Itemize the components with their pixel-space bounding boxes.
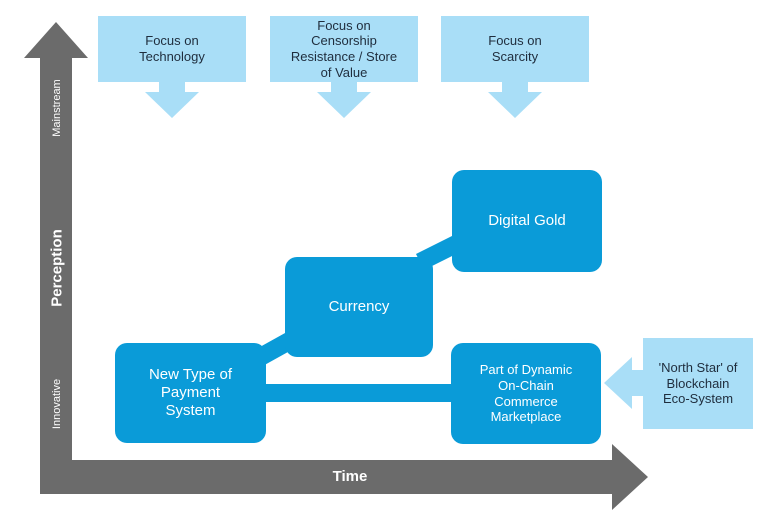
y-axis-arrow [24, 22, 88, 490]
x-axis-arrow [40, 444, 648, 510]
callout-censorship: Focus on Censorship Resistance / Store o… [290, 17, 398, 80]
node-gold-shape [452, 170, 602, 272]
y-axis-title: Perception [48, 229, 66, 307]
node-gold: Digital Gold [488, 212, 566, 229]
node-payment: New Type of Payment System [148, 366, 233, 419]
callout-technology-shape [98, 16, 246, 118]
y-axis-top-label: Mainstream [51, 79, 63, 137]
callout-north-star-shape [604, 338, 753, 429]
node-currency: Currency [328, 298, 390, 315]
callout-technology: Focus on Technology [139, 33, 205, 64]
node-payment-shape [115, 343, 266, 443]
node-currency-shape [285, 257, 433, 357]
x-axis-title: Time [332, 468, 368, 485]
callout-north-star: 'North Star' of Blockchain Eco-System [658, 360, 738, 407]
y-axis-bottom-label: Innovative [51, 378, 63, 430]
callout-scarcity: Focus on Scarcity [488, 33, 542, 64]
callout-censorship-shape [270, 16, 418, 118]
node-commerce: Part of Dynamic On-Chain Commerce Market… [479, 362, 573, 425]
node-commerce-shape [451, 343, 601, 444]
callout-scarcity-shape [441, 16, 589, 118]
